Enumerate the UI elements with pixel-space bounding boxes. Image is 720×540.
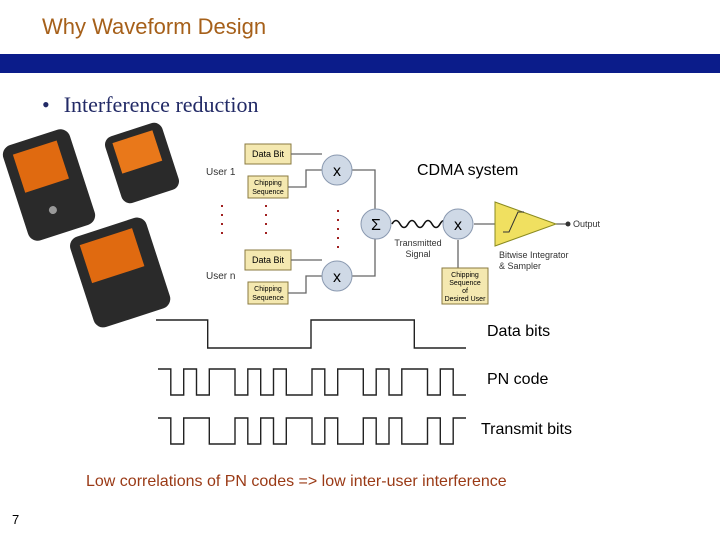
phone-image	[70, 217, 171, 328]
desired-label: Sequence	[449, 280, 481, 287]
transmit-bits-label: Transmit bits	[481, 421, 572, 438]
chipping-label: Chipping	[254, 286, 282, 293]
phone-image	[2, 129, 96, 241]
chipping-label: Sequence	[252, 189, 284, 196]
multiplier-node	[321, 154, 353, 186]
page-number: 7	[12, 512, 20, 527]
transmitted-label: Signal	[405, 249, 430, 259]
output-label: Output	[573, 219, 601, 229]
footnote: Low correlations of PN codes => low inte…	[86, 473, 507, 490]
pn-code-label: PN code	[487, 371, 549, 388]
bullet-marker: •	[42, 92, 50, 117]
chipping-label: Sequence	[252, 295, 284, 302]
integrator-label: Bitwise Integrator	[499, 250, 569, 260]
bullet-text: Interference reduction	[63, 92, 259, 117]
data-bits-waveform	[156, 319, 466, 349]
usern-label: User n	[206, 271, 235, 282]
desired-label: of	[462, 288, 468, 295]
multiply-symbol: x	[333, 269, 341, 286]
phone-image	[104, 122, 180, 204]
multiply-symbol: x	[454, 217, 462, 234]
multiplier-node	[442, 208, 474, 240]
pn-code-waveform	[158, 368, 466, 396]
multiply-symbol: x	[333, 163, 341, 180]
sum-symbol: Σ	[371, 217, 381, 234]
summer-node	[360, 208, 392, 240]
transmit-bits-waveform	[158, 417, 466, 445]
desired-label: Chipping	[451, 272, 479, 279]
slide-title: Why Waveform Design	[42, 14, 267, 39]
data-bits-label: Data bits	[487, 323, 551, 340]
desired-chipping-box	[441, 267, 489, 305]
chipping-label: Chipping	[254, 180, 282, 187]
title-band	[0, 54, 720, 73]
cdma-system-label: CDMA system	[417, 162, 519, 179]
data-bit-label: Data Bit	[252, 255, 285, 265]
user1-label: User 1	[206, 167, 236, 178]
cdma-diagram: User 1 User n Data Bit Chipping Sequence…	[2, 122, 601, 445]
transmitted-signal-wave	[391, 219, 449, 229]
integrator-block	[494, 201, 558, 247]
multiplier-node	[321, 260, 353, 292]
integrator-label: & Sampler	[499, 261, 541, 271]
bullet-item: • Interference reduction	[42, 92, 259, 118]
data-bit-label: Data Bit	[252, 149, 285, 159]
desired-label: Desired User	[445, 296, 487, 303]
transmitted-label: Transmitted	[394, 238, 441, 248]
